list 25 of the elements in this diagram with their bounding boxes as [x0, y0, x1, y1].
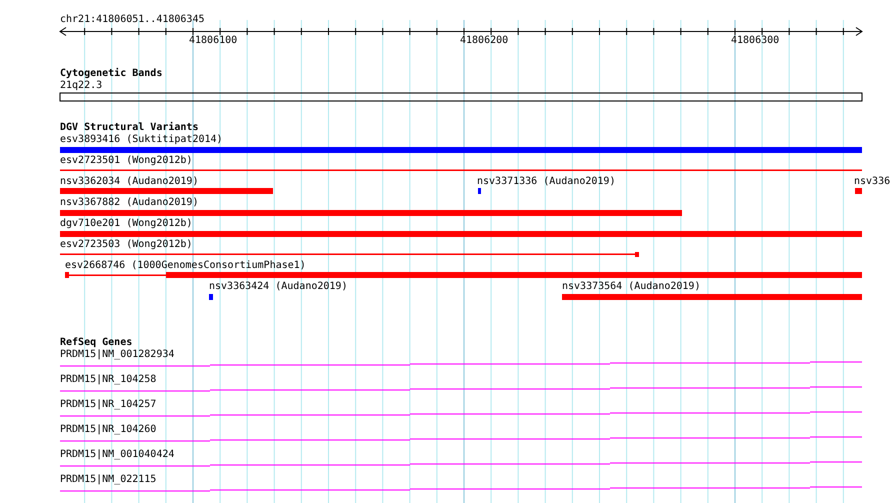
- gene-label: PRDM15|NM_001040424: [60, 449, 174, 460]
- tick-label: 41806100: [189, 35, 238, 46]
- feature-label: nsv3363424 (Audano2019): [209, 281, 348, 292]
- feature-label: nsv3373564 (Audano2019): [562, 281, 700, 292]
- tick-label: 41806300: [731, 35, 780, 46]
- feature-label: esv2723503 (Wong2012b): [60, 239, 192, 250]
- feature-label: dgv710e201 (Wong2012b): [60, 218, 192, 229]
- gene-label: PRDM15|NR_104260: [60, 424, 156, 435]
- gene-label: PRDM15|NM_022115: [60, 474, 156, 485]
- track-heading: RefSeq Genes: [60, 337, 132, 348]
- band-label: 21q22.3: [60, 80, 102, 91]
- gene-label: PRDM15|NR_104258: [60, 374, 156, 385]
- feature-label: nsv336: [854, 176, 890, 187]
- feature-label: esv2668746 (1000GenomesConsortiumPhase1): [65, 260, 306, 271]
- feature-label: esv3893416 (Suktitipat2014): [60, 134, 223, 145]
- tick-label: 41806200: [460, 35, 508, 46]
- coordinate-label: chr21:41806051..41806345: [60, 14, 204, 25]
- feature-label: nsv3371336 (Audano2019): [477, 176, 616, 187]
- track-heading: DGV Structural Variants: [60, 122, 198, 133]
- feature-label: nsv3362034 (Audano2019): [60, 176, 198, 187]
- track-heading: Cytogenetic Bands: [60, 68, 162, 79]
- gene-label: PRDM15|NM_001282934: [60, 349, 174, 360]
- feature-label: nsv3367882 (Audano2019): [60, 197, 198, 208]
- gene-label: PRDM15|NR_104257: [60, 399, 156, 410]
- feature-label: esv2723501 (Wong2012b): [60, 155, 192, 166]
